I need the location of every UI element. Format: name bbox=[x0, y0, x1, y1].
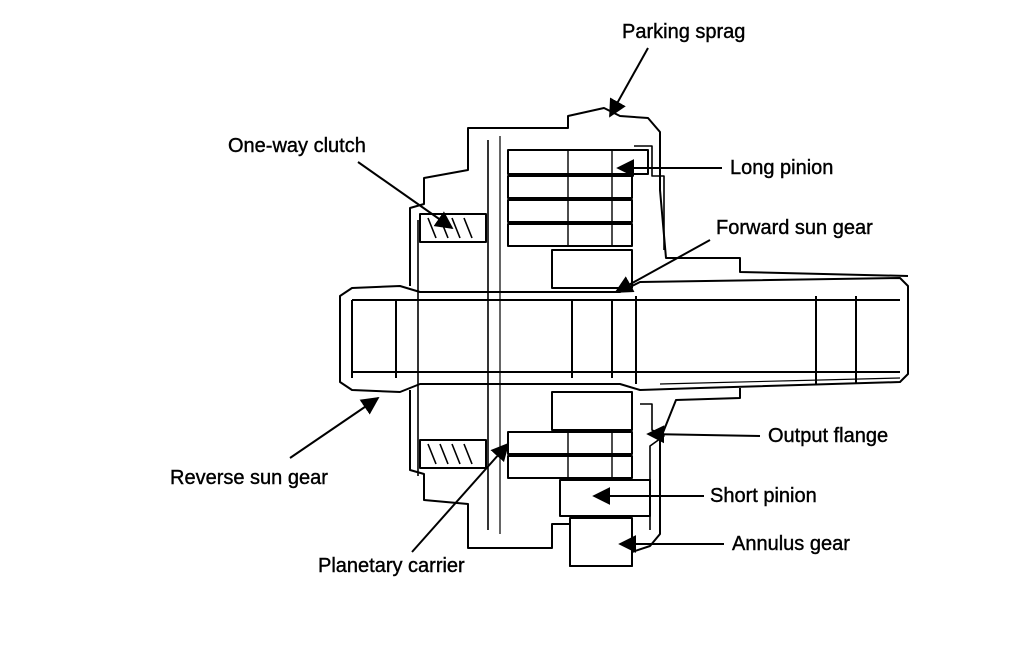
arrow-forward-sun-gear bbox=[614, 239, 711, 293]
arrow-reverse-sun-gear bbox=[289, 396, 380, 459]
label-forward-sun-gear: Forward sun gear bbox=[716, 217, 873, 239]
arrow-one-way-clutch bbox=[357, 161, 454, 230]
arrow-parking-sprag bbox=[609, 47, 649, 118]
arrow-output-flange bbox=[646, 425, 761, 444]
label-short-pinion: Short pinion bbox=[710, 485, 817, 507]
arrow-planetary-carrier bbox=[411, 442, 510, 553]
label-planetary-carrier: Planetary carrier bbox=[318, 555, 465, 577]
label-reverse-sun-gear: Reverse sun gear bbox=[170, 467, 328, 489]
one-way-clutch-shape bbox=[419, 213, 487, 469]
label-parking-sprag: Parking sprag bbox=[622, 21, 746, 43]
label-annulus-gear: Annulus gear bbox=[732, 533, 850, 555]
label-output-flange: Output flange bbox=[768, 425, 889, 447]
upper-gear-set bbox=[507, 145, 665, 289]
label-long-pinion: Long pinion bbox=[730, 157, 834, 179]
label-one-way-clutch: One-way clutch bbox=[228, 135, 366, 157]
main-shaft bbox=[339, 277, 909, 393]
lower-gear-set bbox=[507, 391, 665, 567]
